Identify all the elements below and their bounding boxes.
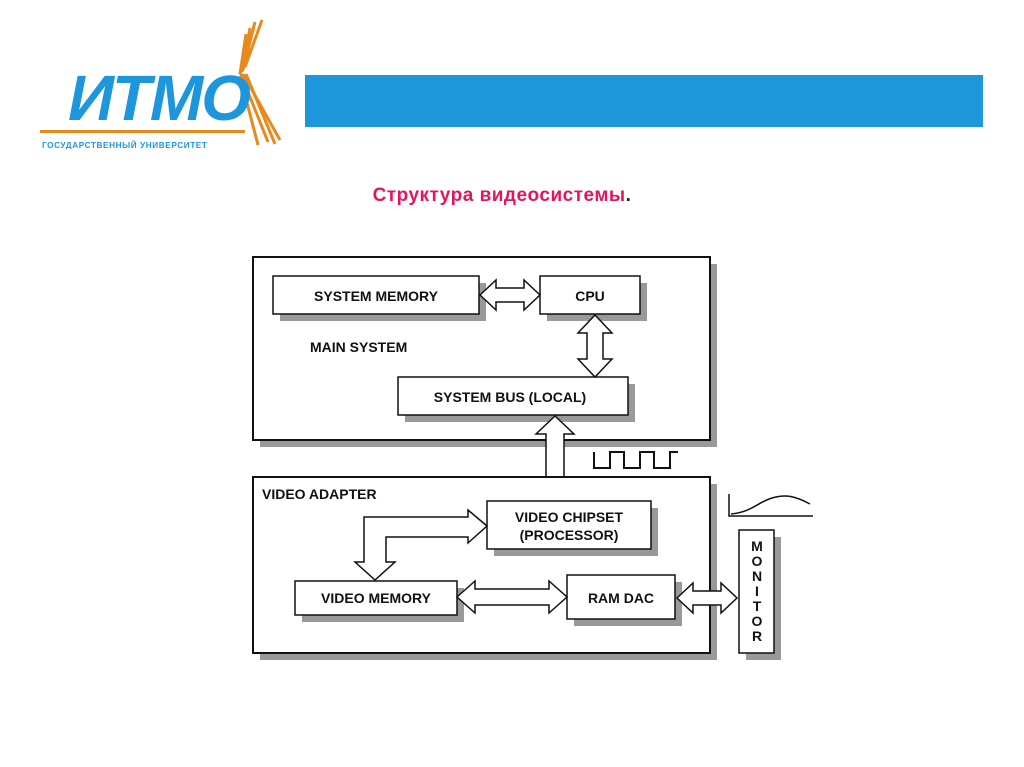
monitor-letter: I — [755, 583, 759, 599]
video-memory-box — [294, 580, 464, 622]
slide-title-period: . — [625, 185, 632, 206]
arrow-cpu-bus — [576, 313, 614, 379]
logo-wordmark: ИТМО — [68, 62, 250, 134]
system-memory-box — [272, 275, 486, 321]
ram-dac-box — [566, 574, 682, 626]
monitor-letter: T — [753, 598, 762, 614]
logo-underline — [40, 130, 245, 133]
video-chipset-label: VIDEO CHIPSET — [515, 509, 624, 525]
analog-signal-icon — [728, 494, 813, 517]
monitor-letter: M — [751, 538, 763, 554]
monitor-box — [738, 529, 781, 660]
digital-signal-icon — [593, 451, 678, 469]
video-chipset-sublabel: (PROCESSOR) — [520, 527, 619, 543]
video-adapter-label: VIDEO ADAPTER — [262, 486, 377, 502]
arrow-memory-cpu — [478, 278, 542, 312]
system-bus-box — [397, 376, 635, 422]
monitor-letter: O — [752, 613, 763, 629]
monitor-letter: O — [752, 553, 763, 569]
arrow-ramdac-monitor — [675, 581, 739, 615]
cpu-label: CPU — [575, 288, 605, 304]
ram-dac-label: RAM DAC — [588, 590, 654, 606]
monitor-label: M O N I T O R — [751, 538, 763, 644]
video-chipset-box — [486, 500, 658, 556]
itmo-logo: ИТМО ГОСУДАРСТВЕННЫЙ УНИВЕРСИТЕТ — [40, 19, 282, 150]
monitor-letter: R — [752, 628, 762, 644]
header-bar — [305, 75, 983, 127]
main-system-label: MAIN SYSTEM — [310, 339, 407, 355]
slide-title-text: Структура видеосистемы — [372, 185, 626, 206]
logo-subtitle: ГОСУДАРСТВЕННЫЙ УНИВЕРСИТЕТ — [42, 139, 207, 150]
logo-emblem — [238, 19, 282, 146]
arrow-memory-ramdac — [455, 579, 569, 615]
monitor-letter: N — [752, 568, 762, 584]
cpu-box — [539, 275, 647, 321]
system-memory-label: SYSTEM MEMORY — [314, 288, 439, 304]
arrow-chipset-memory — [353, 508, 489, 582]
system-bus-label: SYSTEM BUS (LOCAL) — [434, 389, 586, 405]
video-memory-label: VIDEO MEMORY — [321, 590, 432, 606]
slide-title: Структура видеосистемы. — [0, 185, 1004, 207]
